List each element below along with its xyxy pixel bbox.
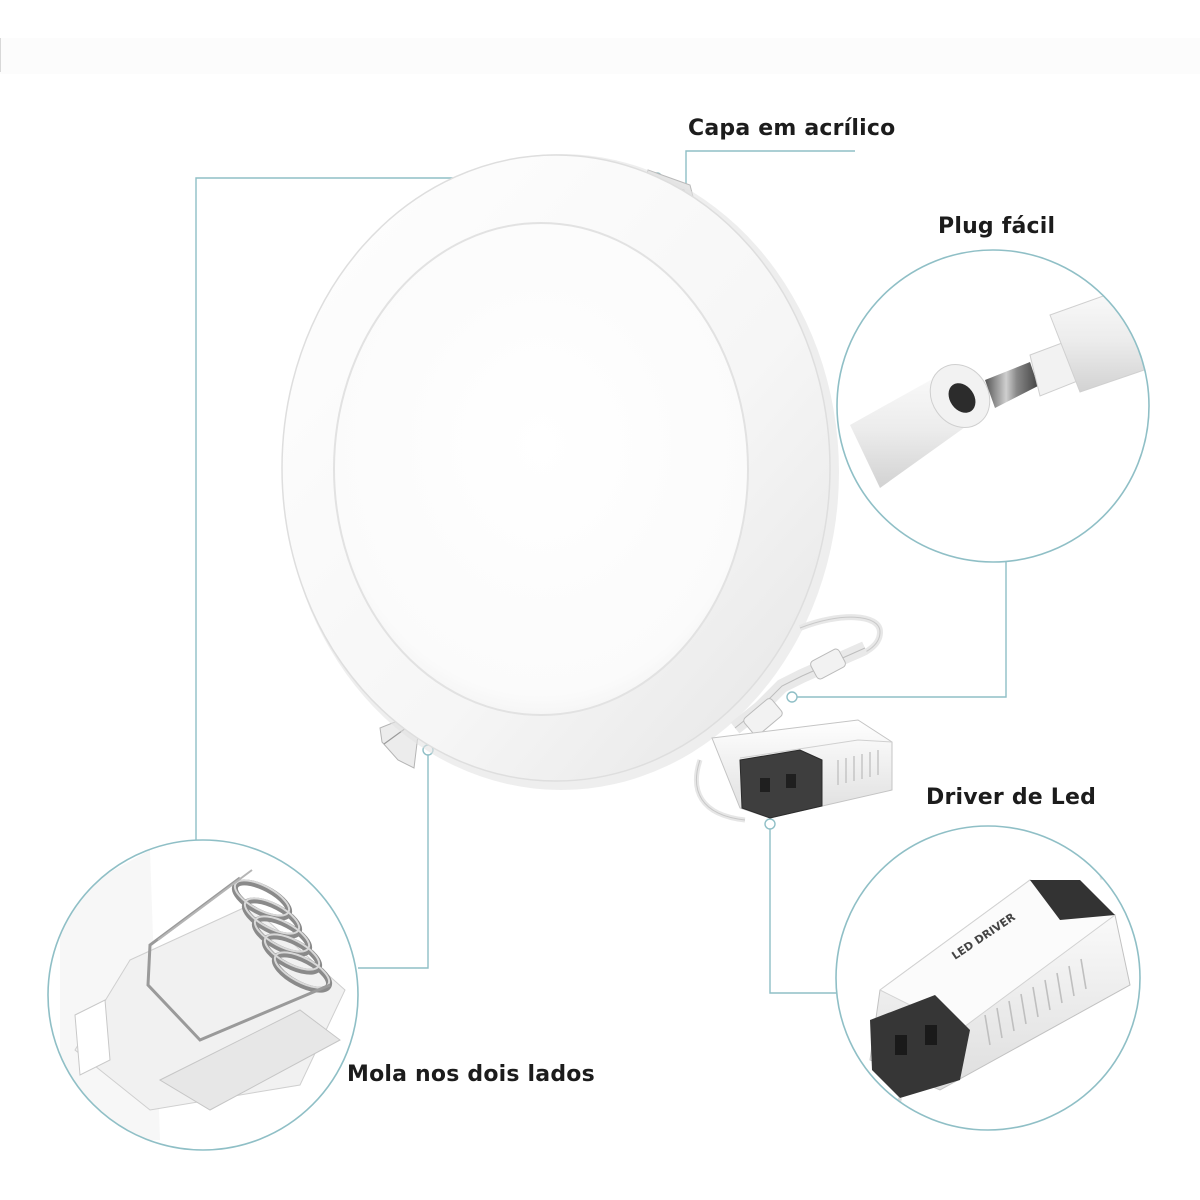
label-acrylic-cover: Capa em acrílico bbox=[688, 116, 896, 141]
inline-dc-connector bbox=[743, 648, 846, 736]
label-easy-plug: Plug fácil bbox=[938, 214, 1056, 239]
driver-detail-circle: LED DRIVER bbox=[835, 825, 1141, 1131]
acrylic-face bbox=[333, 222, 749, 716]
leader-bottom-bracket bbox=[358, 750, 429, 969]
small-led-driver bbox=[711, 719, 893, 819]
label-led-driver: Driver de Led bbox=[926, 785, 1097, 810]
panel-cable bbox=[694, 614, 884, 823]
label-springs: Mola nos dois lados bbox=[347, 1062, 595, 1087]
leader-dot-plug bbox=[786, 691, 798, 703]
leader-led-driver bbox=[769, 824, 836, 994]
leader-easy-plug bbox=[792, 562, 1007, 698]
plug-detail-circle bbox=[836, 249, 1150, 563]
spring-detail-circle bbox=[47, 839, 359, 1151]
led-panel bbox=[281, 154, 839, 790]
top-faint-band bbox=[0, 38, 1200, 74]
leader-dot-driver bbox=[764, 818, 776, 830]
